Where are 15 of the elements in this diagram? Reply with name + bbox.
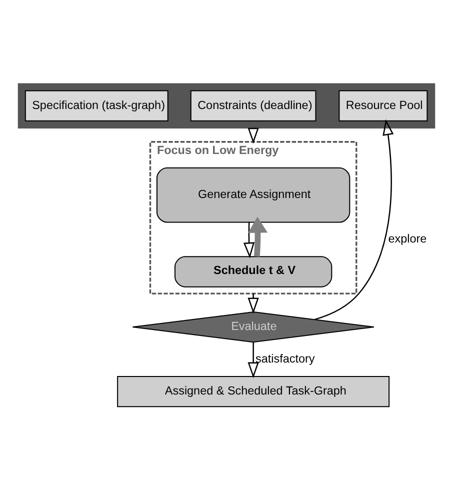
arrow [248, 216, 268, 257]
edge-label: satisfactory [256, 352, 315, 366]
node-diamond: Evaluate [132, 311, 374, 343]
arrow [243, 222, 255, 258]
node-box: Generate Assignment [156, 167, 350, 223]
arrow [314, 119, 394, 320]
arrow [248, 294, 259, 314]
node-box: Specification (task-graph) [24, 90, 168, 122]
node-box: Constraints (deadline) [190, 90, 316, 122]
node-box: Schedule t & V [174, 256, 332, 288]
node-box: Resource Pool [338, 90, 428, 122]
edge-label: explore [388, 232, 427, 246]
arrow [248, 128, 259, 144]
arrow [248, 342, 259, 378]
node-box: Assigned & Scheduled Task-Graph [117, 376, 390, 408]
